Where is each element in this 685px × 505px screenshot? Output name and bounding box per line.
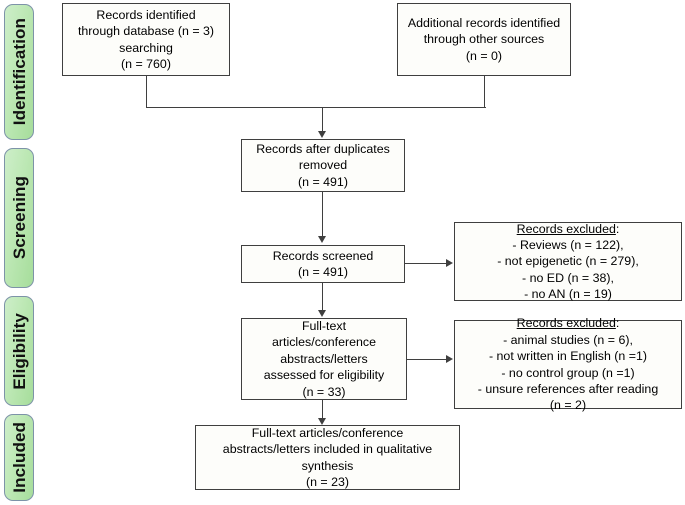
arrowhead-to-screening-exclusions-icon bbox=[446, 259, 453, 267]
arrowhead-to-duplicates-icon bbox=[318, 131, 326, 138]
connector-screened-to-fulltext bbox=[322, 283, 324, 311]
screening-exclusions-items: - Reviews (n = 122), - not epigenetic (n… bbox=[497, 237, 639, 302]
connector-merge-to-duplicates bbox=[322, 107, 324, 133]
box-records-identified-other-text: Additional records identified through ot… bbox=[407, 15, 561, 63]
box-fulltext-assessed: Full-text articles/conference abstracts/… bbox=[241, 318, 407, 400]
stage-label-eligibility: Eligibility bbox=[9, 312, 29, 390]
box-eligibility-exclusions-inner: Records excluded: - animal studies (n = … bbox=[460, 315, 676, 413]
arrowhead-to-screened-icon bbox=[318, 236, 326, 243]
box-records-screened-text: Records screened (n = 491) bbox=[272, 248, 374, 279]
box-records-screened: Records screened (n = 491) bbox=[241, 245, 405, 283]
stage-label-included: Included bbox=[9, 422, 29, 493]
connector-screened-to-excluded bbox=[405, 263, 447, 265]
stage-label-screening: Screening bbox=[9, 176, 29, 260]
eligibility-exclusions-heading: Records excluded: bbox=[460, 315, 676, 331]
arrowhead-to-eligibility-exclusions-icon bbox=[446, 355, 453, 363]
box-records-identified-database-text: Records identified through database (n =… bbox=[77, 7, 215, 71]
box-eligibility-exclusions: Records excluded: - animal studies (n = … bbox=[454, 316, 682, 412]
screening-exclusions-heading: Records excluded: bbox=[460, 221, 676, 237]
eligibility-exclusions-items: - animal studies (n = 6), - not written … bbox=[477, 332, 659, 413]
stage-label-identification: Identification bbox=[9, 18, 29, 126]
screening-exclusions-title: Records excluded bbox=[516, 221, 616, 236]
box-fulltext-assessed-text: Full-text articles/conference abstracts/… bbox=[263, 319, 385, 399]
connector-fulltext-to-included bbox=[322, 400, 324, 419]
connector-merge-horizontal bbox=[146, 107, 486, 109]
box-included-synthesis-text: Full-text articles/conference abstracts/… bbox=[222, 425, 433, 489]
screening-exclusions-title-suffix: : bbox=[615, 221, 620, 236]
box-screening-exclusions: Records excluded: - Reviews (n = 122), -… bbox=[454, 222, 682, 301]
box-duplicates-removed-text: Records after duplicates removed (n = 49… bbox=[256, 141, 390, 189]
arrowhead-to-included-icon bbox=[318, 418, 326, 425]
connector-other-down bbox=[484, 76, 486, 108]
stage-pill-included: Included bbox=[4, 414, 34, 501]
box-duplicates-removed: Records after duplicates removed (n = 49… bbox=[241, 139, 405, 192]
eligibility-exclusions-title-suffix: : bbox=[615, 316, 620, 331]
box-screening-exclusions-inner: Records excluded: - Reviews (n = 122), -… bbox=[460, 221, 676, 303]
connector-database-down bbox=[146, 76, 148, 108]
connector-duplicates-to-screened bbox=[322, 192, 324, 237]
box-records-identified-database: Records identified through database (n =… bbox=[62, 3, 230, 76]
stage-pill-eligibility: Eligibility bbox=[4, 296, 34, 406]
stage-pill-screening: Screening bbox=[4, 148, 34, 288]
box-records-identified-other: Additional records identified through ot… bbox=[397, 3, 571, 76]
arrowhead-to-fulltext-icon bbox=[318, 310, 326, 317]
stage-pill-identification: Identification bbox=[4, 4, 34, 140]
connector-fulltext-to-excluded bbox=[407, 359, 447, 361]
eligibility-exclusions-title: Records excluded bbox=[516, 316, 616, 331]
box-included-synthesis: Full-text articles/conference abstracts/… bbox=[195, 425, 460, 490]
